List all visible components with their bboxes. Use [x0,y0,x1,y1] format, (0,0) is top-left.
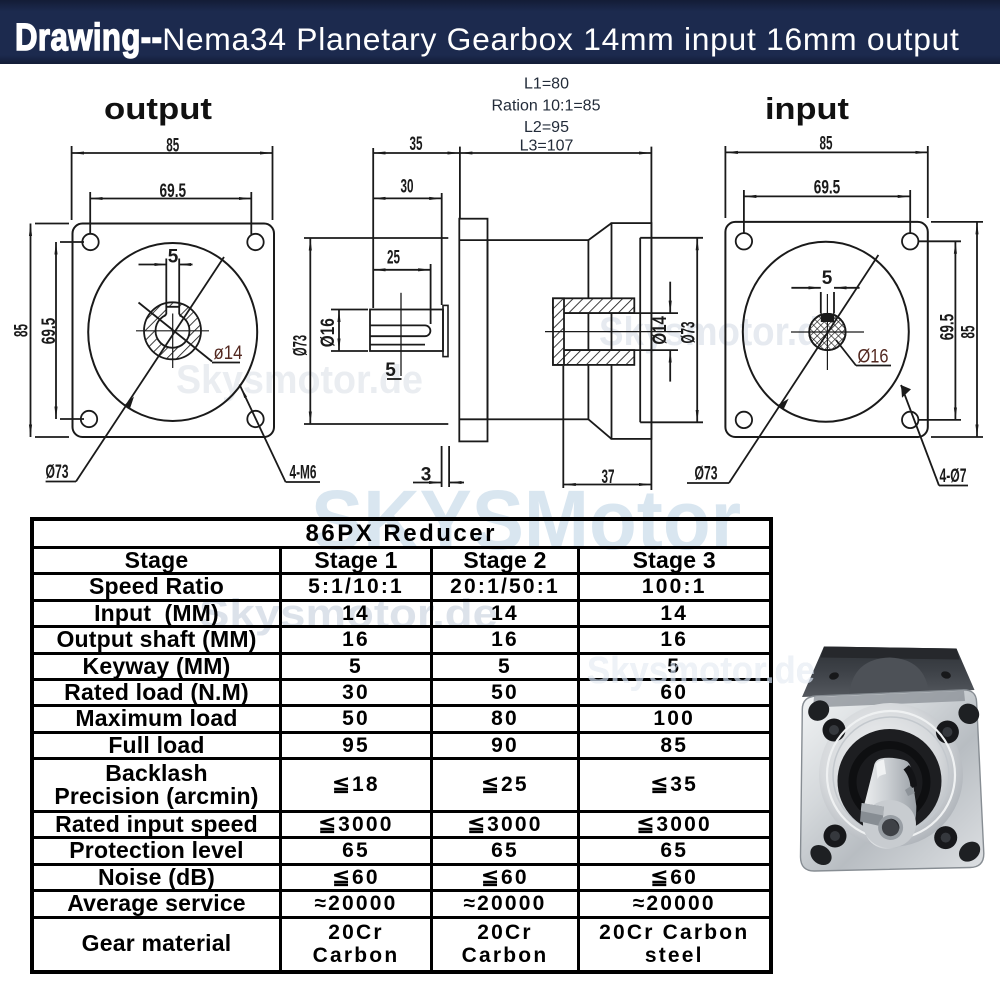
svg-text:Ø16: Ø16 [318,318,339,347]
svg-text:output: output [104,91,212,126]
svg-text:30: 30 [401,177,414,198]
svg-text:35: 35 [410,134,423,155]
svg-text:Skysmotor.de: Skysmotor.de [176,358,423,402]
svg-text:5: 5 [168,247,179,268]
svg-text:85: 85 [11,324,32,337]
svg-text:Ø16: Ø16 [858,347,889,368]
svg-text:5: 5 [822,268,833,289]
svg-text:L1=80: L1=80 [524,76,569,93]
svg-text:25: 25 [387,248,400,269]
svg-text:4-Ø7: 4-Ø7 [940,466,967,487]
svg-text:Ø73: Ø73 [46,462,69,483]
svg-text:85: 85 [959,325,980,338]
svg-text:4-M6: 4-M6 [290,463,317,484]
svg-text:L2=95: L2=95 [524,119,569,136]
svg-text:input: input [765,91,849,126]
svg-text:85: 85 [166,136,179,157]
svg-text:85: 85 [820,133,833,154]
svg-text:L3=107: L3=107 [520,138,574,155]
svg-text:3: 3 [421,465,432,486]
svg-text:Ø73: Ø73 [291,335,312,356]
svg-text:69.5: 69.5 [160,181,187,202]
svg-text:Ø73: Ø73 [695,464,718,485]
svg-text:ø14: ø14 [214,343,243,364]
svg-text:37: 37 [602,467,615,488]
svg-text:Ø14: Ø14 [650,316,671,345]
svg-text:69.5: 69.5 [814,177,841,198]
svg-text:Ø73: Ø73 [679,322,700,344]
svg-text:69.5: 69.5 [39,317,60,344]
svg-text:5: 5 [385,360,396,381]
svg-text:69.5: 69.5 [938,313,959,340]
svg-text:Ration 10:1=85: Ration 10:1=85 [492,98,601,115]
